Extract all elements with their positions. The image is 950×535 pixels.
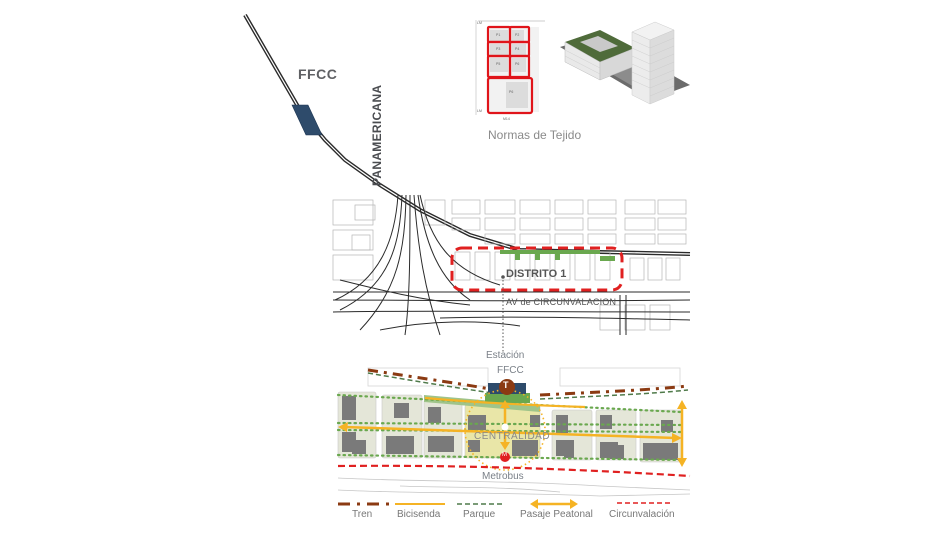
metro-marker-letter: M [502,452,507,458]
train-marker-letter: T [503,380,509,390]
station-icon [291,104,323,136]
distrito-label: DISTRITO 1 [506,268,567,280]
isometric-buildings [560,21,690,105]
legend-bicisenda: Bicisenda [397,509,441,520]
svg-text:P3: P3 [496,47,500,51]
legend-symbols [338,499,672,509]
svg-text:P6: P6 [515,62,519,66]
svg-text:LM: LM [477,21,482,25]
svg-text:P2: P2 [515,33,519,37]
legend-tren: Tren [352,509,373,520]
legend-pasaje-peatonal: Pasaje Peatonal [520,509,593,520]
svg-text:M14: M14 [503,117,510,121]
distrito-outline [450,246,624,292]
urban-map [332,194,691,352]
svg-text:P4: P4 [515,47,519,51]
svg-text:LM: LM [477,109,482,113]
train-marker [499,379,515,395]
svg-text:P5: P5 [496,62,500,66]
normas-de-tejido-label: Normas de Tejido [488,128,582,142]
centralidad-plan [336,367,691,497]
centralidad-label: CENTRALIDAD [474,431,551,442]
legend-parque: Parque [463,509,496,520]
circunvalacion-label: AV de CIRCUNVALACION [506,297,617,307]
metro-marker [500,452,510,462]
legend-circunvalacion: Circunvalación [609,509,675,520]
metrobus-label: Metrobus [482,471,524,482]
estacion-label: Estación [486,350,525,361]
estacion-ffcc-label: FFCC [497,365,524,376]
svg-text:P6: P6 [509,90,513,94]
svg-text:P1: P1 [496,33,500,37]
ffcc-label: FFCC [298,66,338,82]
panamericana-label: PANAMERICANA [370,84,384,186]
